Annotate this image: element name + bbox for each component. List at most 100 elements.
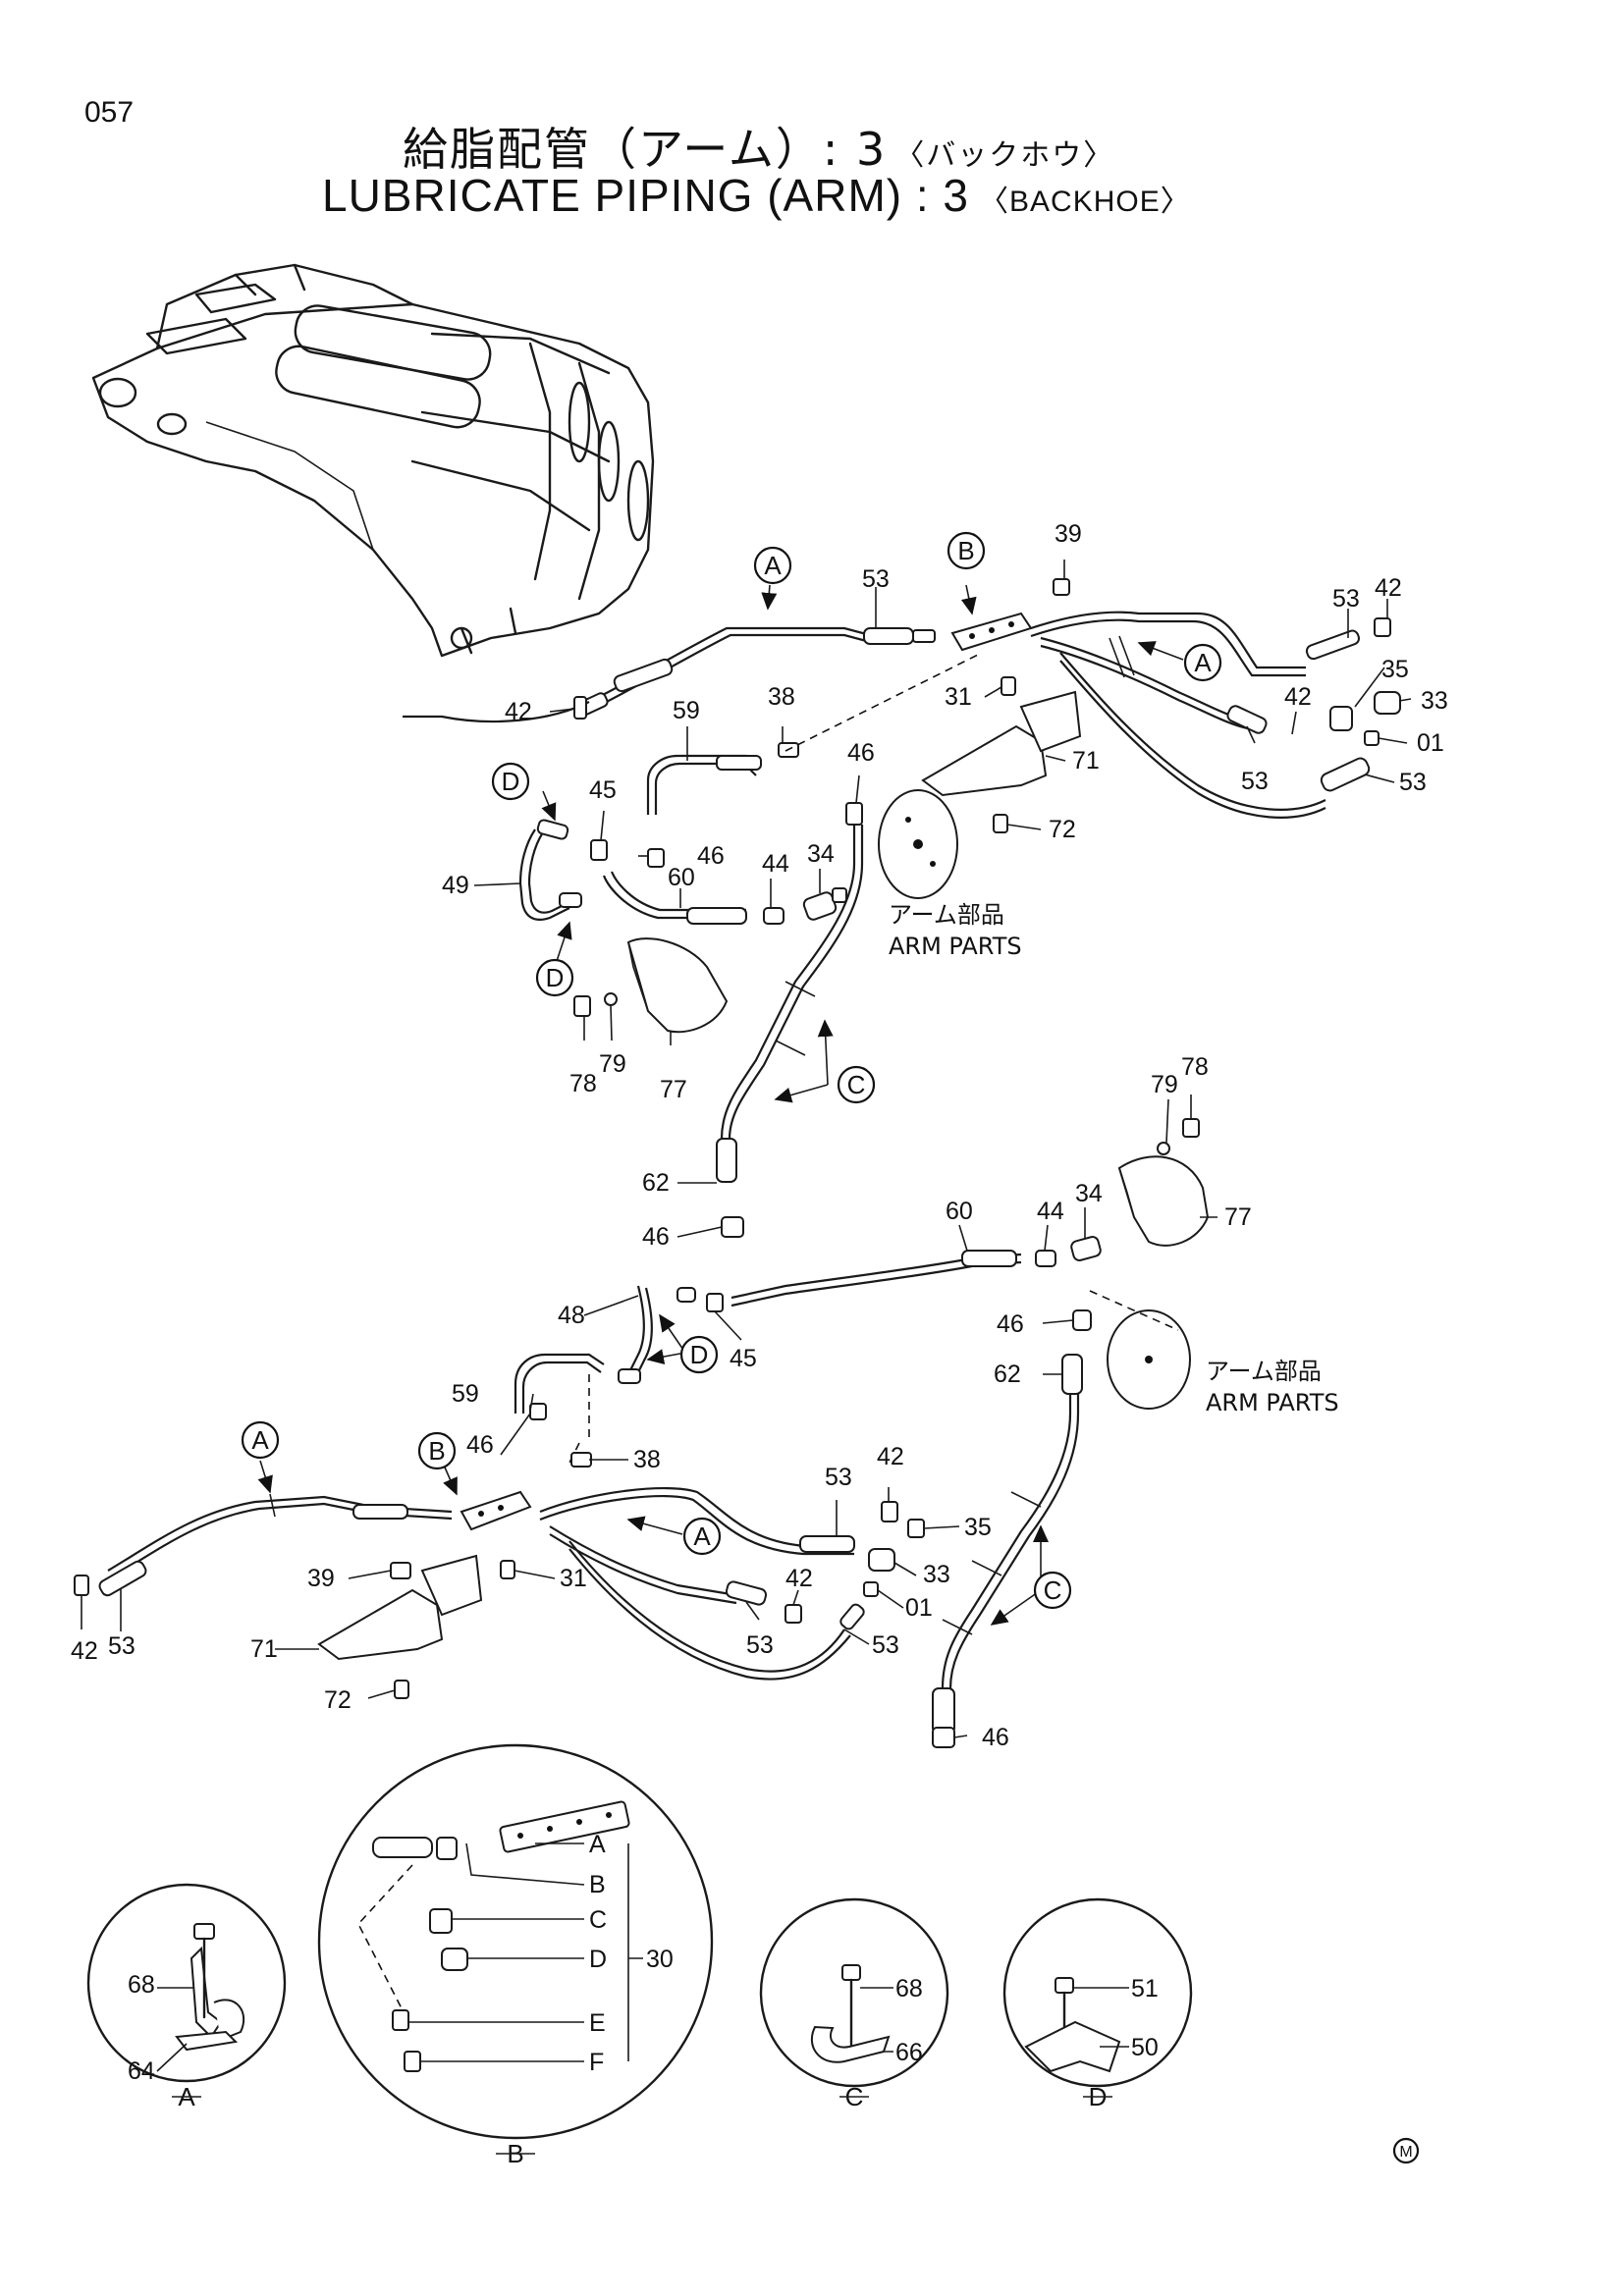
label-01: 01 bbox=[1417, 729, 1444, 757]
detail-d-label-51: 51 bbox=[1131, 1975, 1159, 2002]
label-45: 45 bbox=[730, 1345, 757, 1372]
label-53: 53 bbox=[746, 1631, 774, 1659]
arm-illustration bbox=[91, 263, 655, 658]
detail-b-label-d: D bbox=[589, 1946, 607, 1973]
label-72: 72 bbox=[1049, 816, 1076, 843]
label-59: 59 bbox=[673, 697, 700, 724]
label-35: 35 bbox=[964, 1514, 992, 1541]
label-53: 53 bbox=[862, 565, 890, 593]
label-42: 42 bbox=[1375, 574, 1402, 602]
label-31: 31 bbox=[560, 1565, 587, 1592]
label-33: 33 bbox=[1421, 687, 1448, 715]
label-53: 53 bbox=[825, 1464, 852, 1491]
label-78: 78 bbox=[1181, 1053, 1209, 1081]
callout-c: C bbox=[1044, 1575, 1062, 1605]
label-35: 35 bbox=[1381, 656, 1409, 683]
title-english-sub: 〈BACKHOE〉 bbox=[979, 186, 1191, 218]
leader-lines bbox=[81, 560, 1412, 1738]
callout-a: A bbox=[693, 1522, 711, 1551]
detail-b-label-e: E bbox=[589, 2009, 606, 2037]
callout-a: A bbox=[251, 1425, 269, 1455]
detail-view-d: 51 50 D bbox=[1002, 1897, 1193, 2111]
label-01: 01 bbox=[905, 1594, 933, 1622]
label-34: 34 bbox=[1075, 1180, 1103, 1207]
label-60: 60 bbox=[946, 1198, 973, 1225]
label-59: 59 bbox=[452, 1380, 479, 1408]
label-78: 78 bbox=[569, 1070, 597, 1097]
callout-c: C bbox=[847, 1070, 866, 1099]
label-79: 79 bbox=[1151, 1071, 1178, 1098]
detail-b-label-c: C bbox=[589, 1906, 607, 1934]
title-english: LUBRICATE PIPING (ARM) : 3 〈BACKHOE〉 bbox=[322, 169, 1191, 222]
label-60: 60 bbox=[668, 864, 695, 891]
label-42: 42 bbox=[71, 1637, 98, 1665]
arm-parts-en: ARM PARTS bbox=[1206, 1389, 1339, 1416]
title-japanese-sub: 〈バックホウ〉 bbox=[894, 138, 1115, 173]
detail-c-label-68: 68 bbox=[895, 1975, 923, 2002]
callout-a: A bbox=[764, 551, 782, 580]
mark-m: M bbox=[1399, 2144, 1412, 2161]
label-46: 46 bbox=[997, 1310, 1024, 1338]
title-japanese-main: 給脂配管（アーム）: 3 bbox=[403, 123, 888, 176]
detail-view-b: A B C D E F 30 B bbox=[317, 1743, 714, 2168]
detail-b-label-b: B bbox=[589, 1871, 606, 1898]
label-42: 42 bbox=[785, 1565, 813, 1592]
arm-parts-jp: アーム部品 bbox=[889, 901, 1004, 929]
arm-parts-en: ARM PARTS bbox=[889, 933, 1022, 960]
upper-assembly bbox=[403, 578, 1401, 1238]
label-34: 34 bbox=[807, 840, 835, 868]
label-77: 77 bbox=[660, 1076, 687, 1103]
label-39: 39 bbox=[307, 1565, 335, 1592]
label-44: 44 bbox=[1037, 1198, 1064, 1225]
label-46: 46 bbox=[697, 842, 725, 870]
detail-b-label-f: F bbox=[589, 2049, 604, 2076]
manufacturer-mark: M bbox=[1392, 2137, 1420, 2164]
detail-b-label-30: 30 bbox=[646, 1946, 674, 1973]
label-31: 31 bbox=[945, 683, 972, 711]
label-53: 53 bbox=[108, 1632, 135, 1660]
label-71: 71 bbox=[1072, 747, 1100, 774]
lower-assembly bbox=[74, 1118, 1210, 1748]
detail-a-label-64: 64 bbox=[128, 2057, 155, 2085]
callout-d: D bbox=[502, 767, 520, 796]
callout-d: D bbox=[546, 963, 565, 992]
page-number: 057 bbox=[84, 96, 135, 129]
callout-bubbles: A B A D D C D A B A C bbox=[241, 531, 1222, 1610]
callout-b: B bbox=[957, 536, 974, 565]
title-japanese: 給脂配管（アーム）: 3〈バックホウ〉 bbox=[403, 114, 1114, 179]
label-71: 71 bbox=[250, 1635, 278, 1663]
label-42: 42 bbox=[877, 1443, 904, 1470]
label-62: 62 bbox=[994, 1361, 1021, 1388]
detail-a-label-68: 68 bbox=[128, 1971, 155, 1999]
detail-b-label-a: A bbox=[589, 1831, 606, 1858]
label-62: 62 bbox=[642, 1169, 670, 1197]
callout-d: D bbox=[690, 1340, 709, 1369]
detail-d-label-50: 50 bbox=[1131, 2034, 1159, 2061]
label-53: 53 bbox=[872, 1631, 899, 1659]
title-english-main: LUBRICATE PIPING (ARM) : 3 bbox=[322, 170, 970, 221]
label-49: 49 bbox=[442, 872, 469, 899]
callout-a: A bbox=[1194, 648, 1212, 677]
lower-labels: 79 78 77 60 44 34 48 45 46 62 59 46 38 5… bbox=[71, 1053, 1252, 1751]
label-39: 39 bbox=[1055, 520, 1082, 548]
label-44: 44 bbox=[762, 850, 789, 878]
label-53: 53 bbox=[1332, 585, 1360, 613]
arm-parts-jp: アーム部品 bbox=[1206, 1358, 1322, 1385]
label-79: 79 bbox=[599, 1050, 626, 1078]
label-46: 46 bbox=[847, 739, 875, 767]
label-45: 45 bbox=[589, 776, 617, 804]
label-53: 53 bbox=[1399, 769, 1427, 796]
label-77: 77 bbox=[1224, 1203, 1252, 1231]
label-72: 72 bbox=[324, 1686, 352, 1714]
label-42: 42 bbox=[505, 698, 532, 725]
label-46: 46 bbox=[642, 1223, 670, 1251]
label-46: 46 bbox=[466, 1431, 494, 1459]
label-38: 38 bbox=[633, 1446, 661, 1473]
label-46: 46 bbox=[982, 1724, 1009, 1751]
detail-c-label-66: 66 bbox=[895, 2039, 923, 2066]
label-42: 42 bbox=[1284, 683, 1312, 711]
callout-b: B bbox=[428, 1436, 445, 1466]
detail-view-c: 68 66 C bbox=[759, 1897, 949, 2111]
